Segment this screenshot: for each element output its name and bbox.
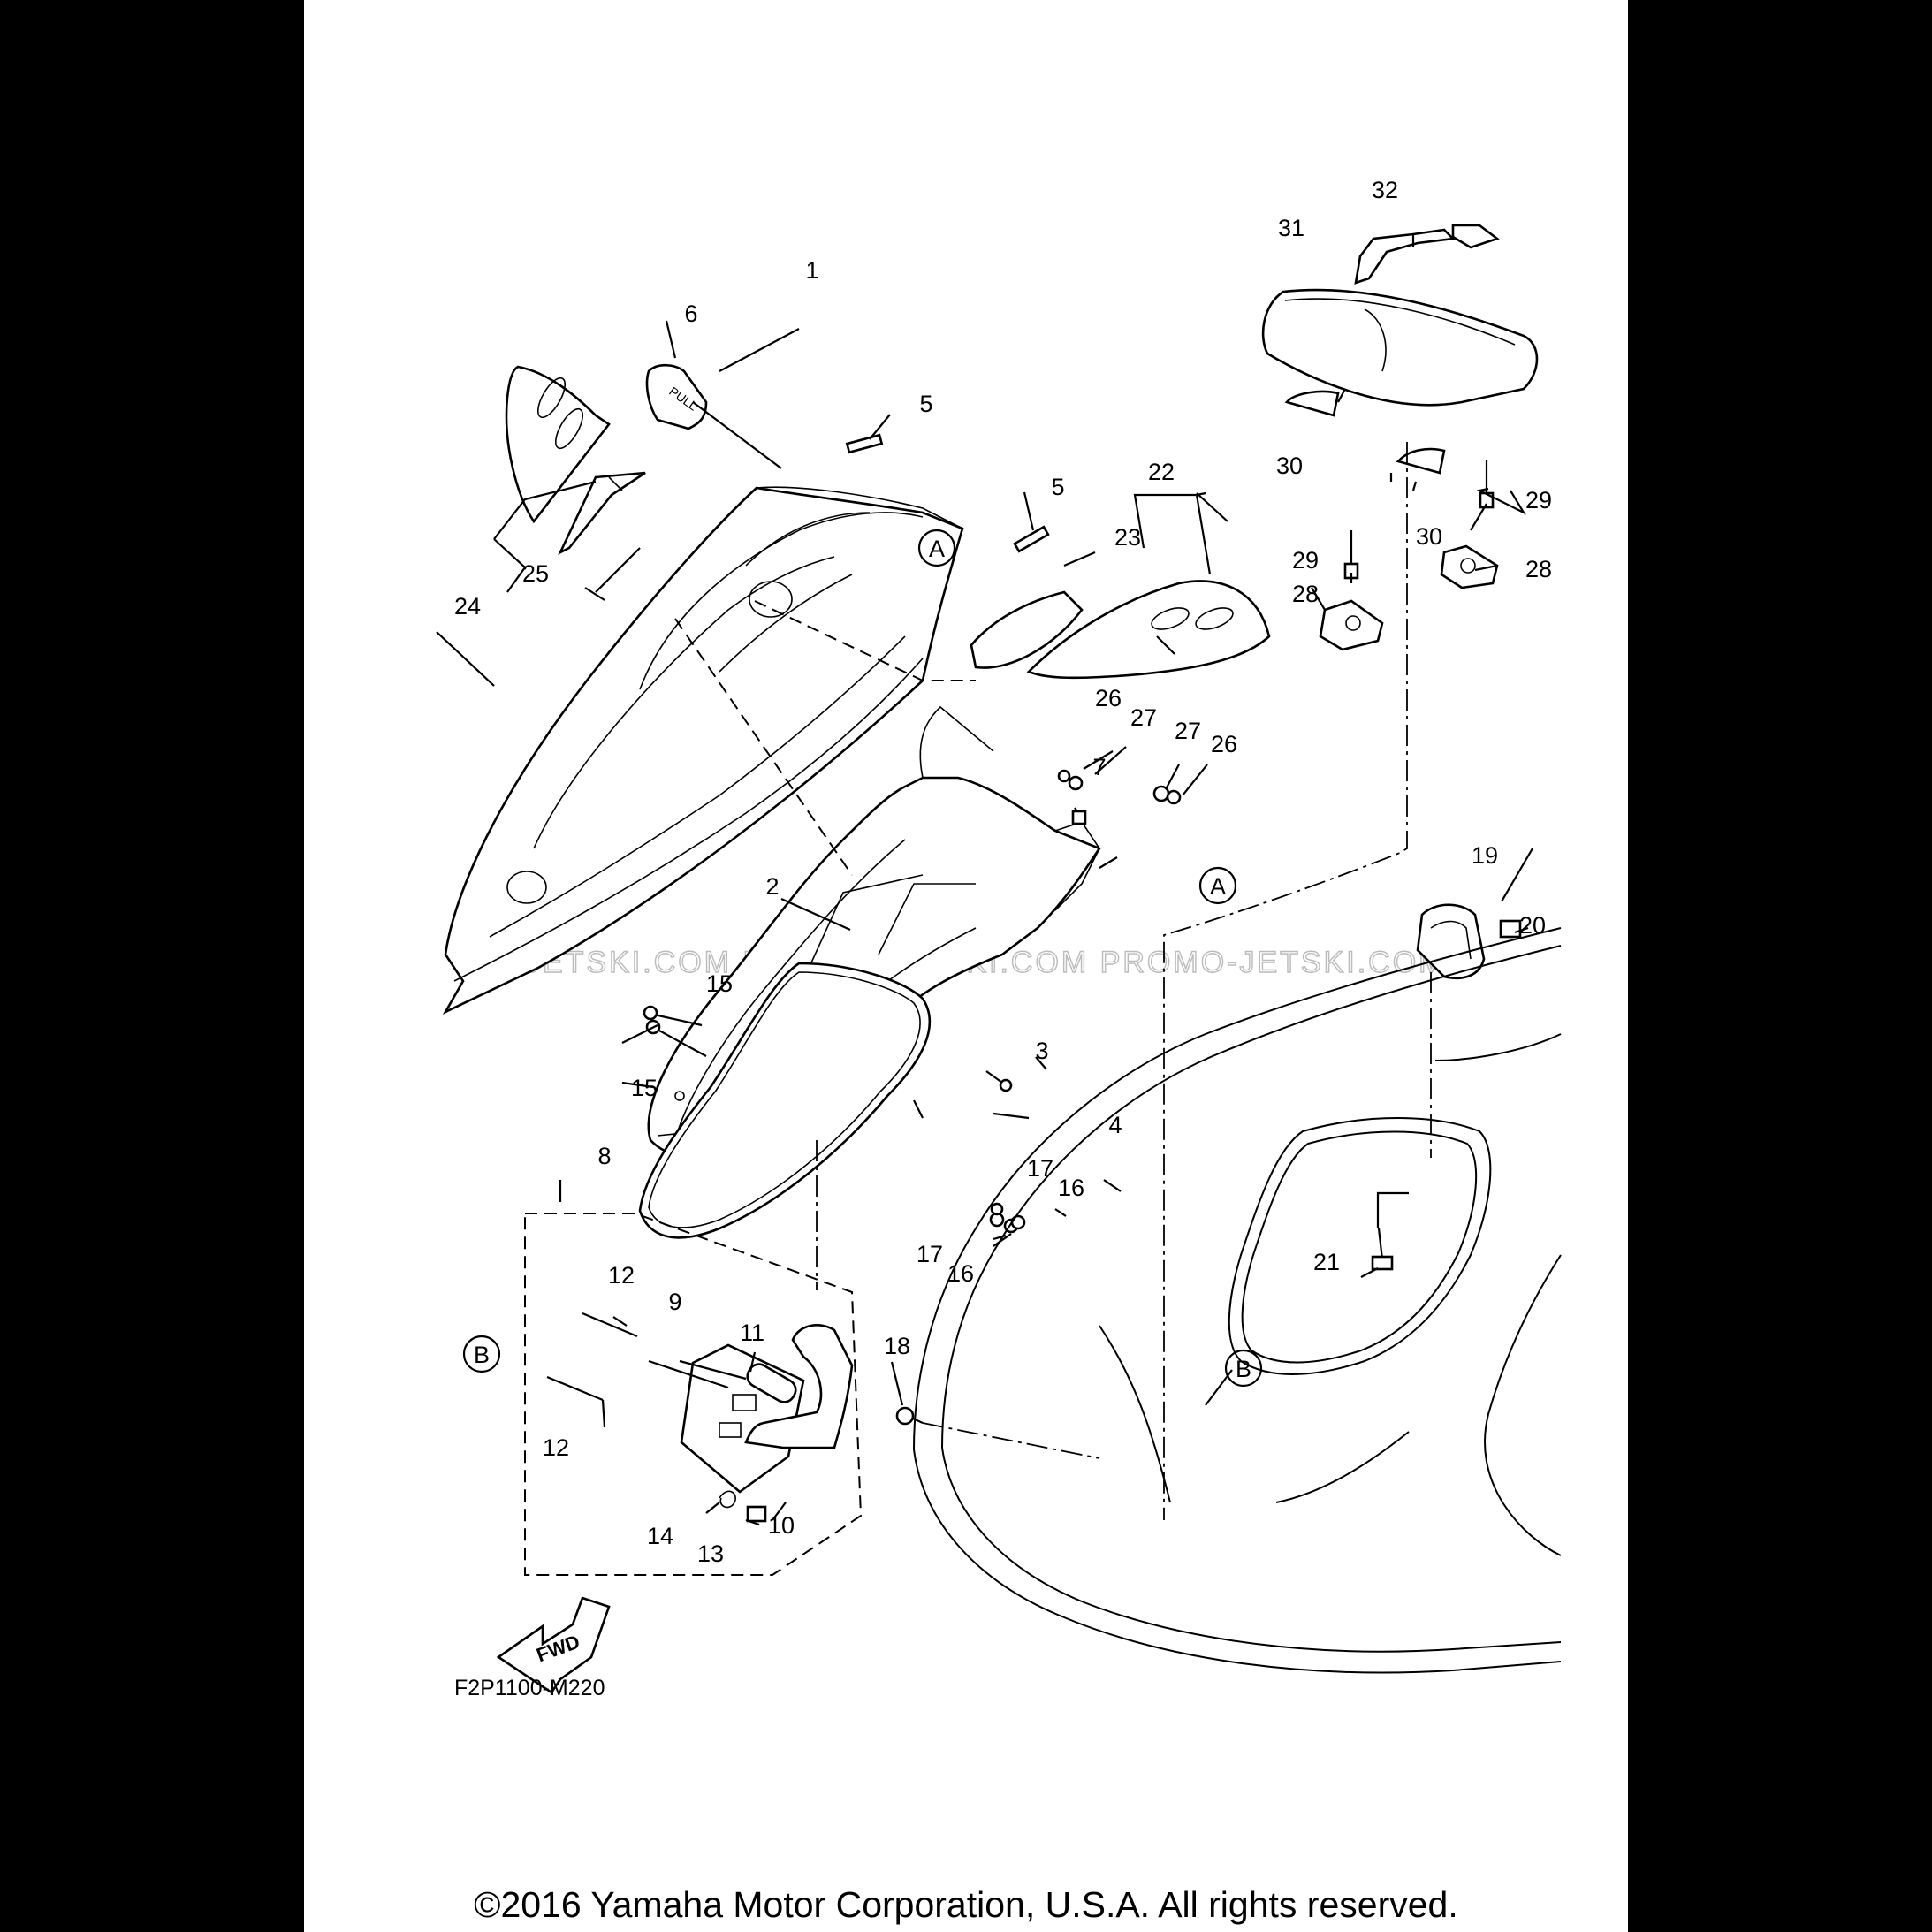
diagram-sheet: JETSKI.COM PROMO-JETSKI.COM PROMO-JETSKI… [304,0,1628,1932]
callout-labels: 1 2 3 4 5 5 6 7 8 9 10 11 12 12 13 14 15… [454,177,1552,1567]
callout-31: 31 [1278,215,1304,241]
hood-part-1 [442,486,964,1015]
band-part-30b [1396,447,1446,475]
nut-part-26a [1057,769,1071,783]
clip-part-28a [1319,599,1384,651]
callout-23: 23 [1114,524,1141,551]
rivet-part-29b [1479,460,1495,509]
spring-part-14 [719,1490,736,1509]
ref-line-hood-b [674,618,853,876]
callout-10: 10 [768,1512,795,1539]
nut-part-26b [1166,789,1182,805]
deflector-part-22 [970,580,1271,680]
svg-text:B: B [474,1342,490,1368]
nut-part-16b [1010,1214,1026,1230]
exploded-parts-diagram: JETSKI.COM PROMO-JETSKI.COM PROMO-JETSKI… [436,177,1562,1700]
bolt-part-3 [985,1070,1013,1092]
callout-26b: 26 [1211,731,1237,757]
bolt-part-7 [1071,807,1087,825]
lever-part-10 [744,1324,854,1449]
callout-27b: 27 [1175,718,1201,744]
washer-part-17b [990,1202,1004,1216]
screw-part-21 [1371,1228,1394,1271]
callout-7: 7 [1092,754,1106,780]
callout-12a: 12 [608,1262,635,1289]
strap-part-32 [1354,224,1500,285]
ref-line-case [1163,442,1408,1520]
callout-5a: 5 [919,391,932,417]
bolt-part-15a [643,1005,703,1027]
callout-6: 6 [684,300,697,327]
callout-27a: 27 [1130,704,1157,731]
callout-5b: 5 [1051,474,1064,500]
callout-9: 9 [668,1289,681,1315]
callout-8: 8 [597,1143,611,1169]
clip-part-28b [1440,544,1499,589]
ref-marker-b1: B [462,1335,501,1373]
rivet-part-29a [1343,530,1359,580]
ref-marker-a1: A [917,529,956,567]
figure-code: F2P1100-M220 [454,1676,605,1700]
ref-line-hood [754,600,976,681]
callout-24: 24 [454,593,481,620]
svg-text:A: A [929,536,945,562]
callout-32: 32 [1372,177,1398,203]
fwd-arrow-icon: FWD [496,1596,611,1694]
callout-18: 18 [884,1333,910,1359]
callout-15a: 15 [706,970,733,997]
sleeve-part-11 [746,1363,797,1403]
callout-1: 1 [805,257,818,284]
latch-part-19 [1416,903,1486,980]
callout-12b: 12 [543,1434,569,1461]
callout-28b: 28 [1525,556,1552,582]
callout-26a: 26 [1095,685,1122,711]
callout-2: 2 [765,873,779,900]
callout-30b: 30 [1416,523,1442,550]
ref-line-screw [922,1422,1100,1459]
handle-part-6: PULL [645,363,708,430]
rod-part-12b [546,1375,604,1402]
pin-part-5a [845,433,884,454]
callout-3: 3 [1035,1038,1048,1064]
callout-4: 4 [1108,1112,1122,1138]
callout-21: 21 [1313,1249,1340,1275]
callout-19: 19 [1472,842,1498,869]
rod-part-12a [582,1312,638,1338]
hull-outline [912,927,1562,1674]
seal-part-4 [638,962,932,1239]
washer-part-27a [1068,775,1084,791]
nut-part-20 [1499,919,1522,939]
pin-part-5b [1013,525,1050,553]
callout-22: 22 [1148,459,1175,485]
callout-14: 14 [647,1523,673,1549]
svg-text:B: B [1236,1356,1251,1382]
tool-case-part-31 [1261,288,1539,407]
copyright-notice: ©2016 Yamaha Motor Corporation, U.S.A. A… [474,1884,1458,1925]
band-part-30a [1284,390,1340,417]
callout-16b: 16 [947,1260,974,1287]
callout-13: 13 [697,1540,724,1567]
deflector-part-24 [505,365,646,555]
callout-29a: 29 [1292,547,1319,574]
callout-28a: 28 [1292,581,1319,607]
ref-marker-a2: A [1198,866,1237,905]
spacer-part-13 [746,1505,767,1523]
leader-lines [436,234,1533,1526]
callout-30a: 30 [1276,453,1303,479]
callout-16a: 16 [1058,1175,1084,1201]
callout-29b: 29 [1525,487,1552,513]
callout-25: 25 [522,560,549,587]
svg-text:A: A [1210,873,1226,900]
callout-17a: 17 [1027,1155,1053,1182]
callout-11: 11 [740,1320,764,1346]
callout-15b: 15 [631,1075,658,1101]
latch-assembly-box [524,1213,863,1576]
callout-20: 20 [1519,912,1546,939]
screw-part-18 [895,1406,924,1426]
ref-marker-b2: B [1224,1349,1263,1388]
callout-17b: 17 [917,1241,943,1267]
